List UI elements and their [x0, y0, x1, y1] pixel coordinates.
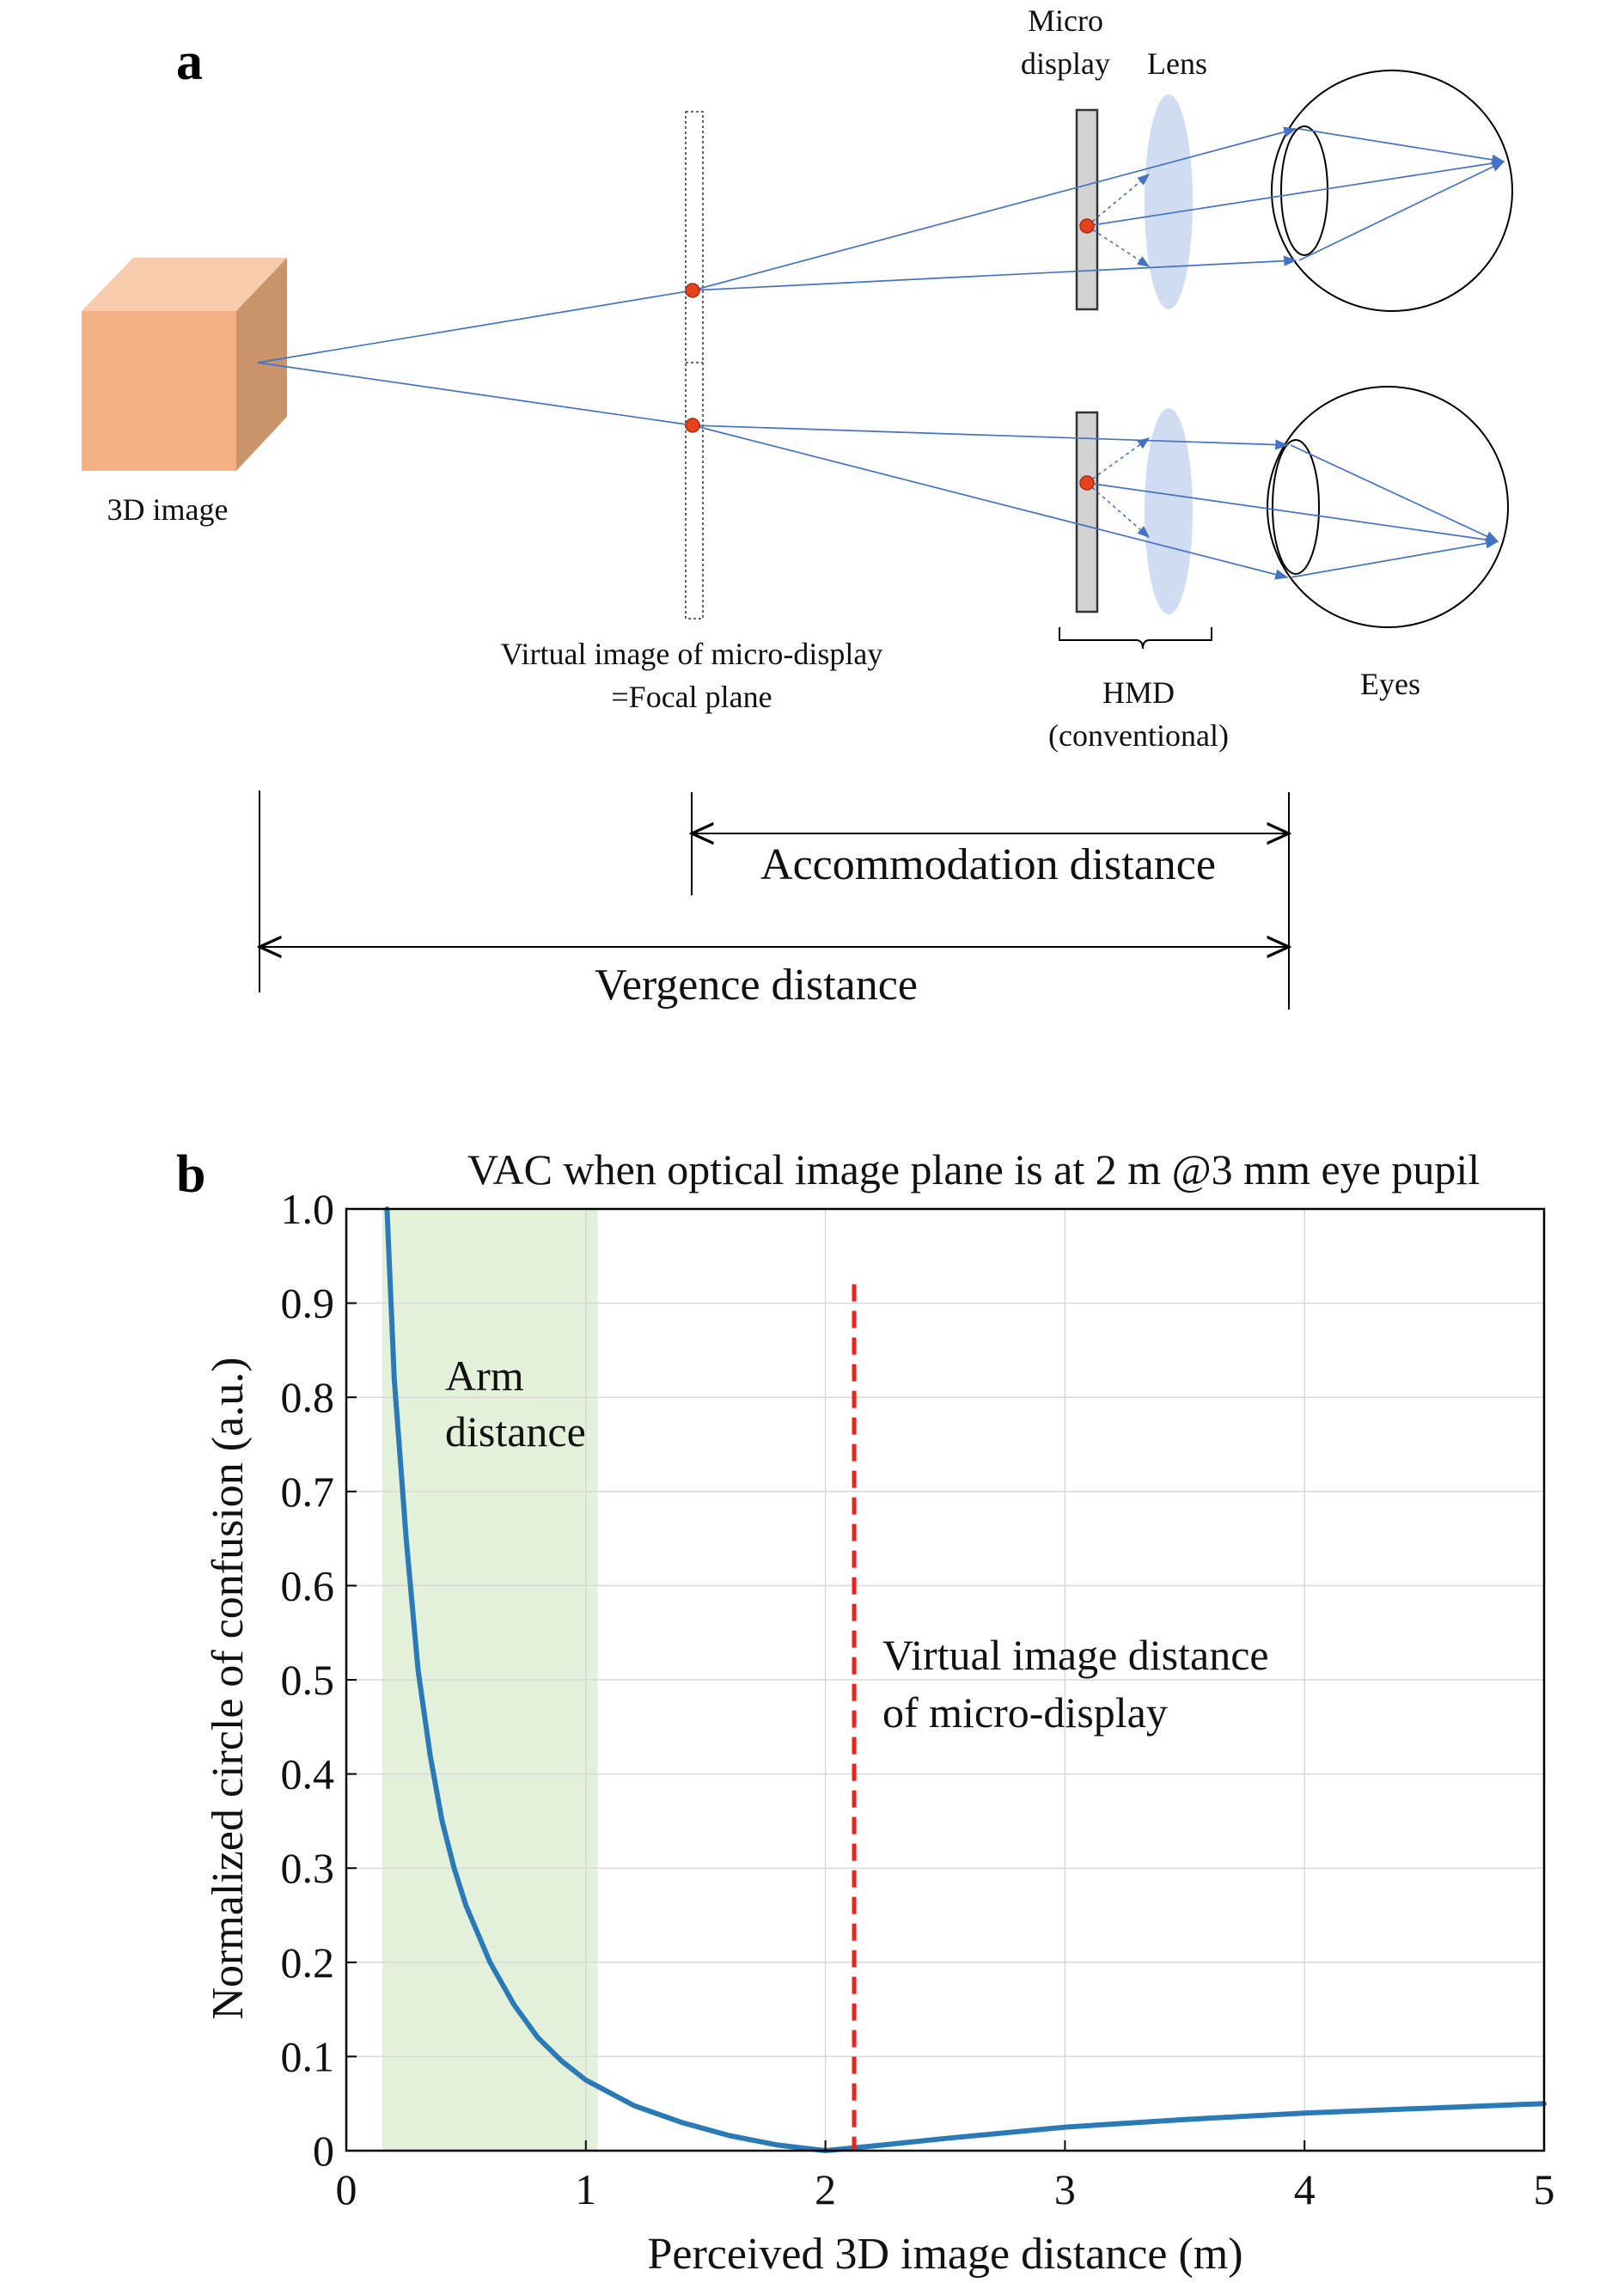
- series-line: [384, 1206, 1547, 2153]
- ray-bottom-4: [1290, 538, 1499, 578]
- ray-top-5: [1086, 161, 1505, 227]
- x-tick-label: 0: [336, 2165, 357, 2213]
- cube-3d-image: [82, 258, 287, 471]
- ray-top-3: [1298, 128, 1505, 165]
- arm-label-1: Arm: [445, 1352, 524, 1400]
- cube-side-face: [236, 258, 287, 471]
- micro-display-top: [1075, 108, 1099, 311]
- ray-top-dash-2: [1086, 225, 1151, 267]
- y-tick-label: 0.2: [281, 1938, 335, 1987]
- chart-title: VAC when optical image plane is at 2 m @…: [467, 1145, 1480, 1193]
- y-tick-label: 0.4: [281, 1750, 335, 1798]
- ray-bottom-3: [1290, 444, 1499, 542]
- arm-label-2: distance: [445, 1407, 586, 1456]
- focus-point-virtual-top: [685, 283, 700, 298]
- y-tick-label: 0: [313, 2127, 334, 2175]
- x-axis-label: Perceived 3D image distance (m): [647, 2230, 1242, 2279]
- x-tick-label: 4: [1294, 2165, 1316, 2213]
- panel-b: b VAC when optical image plane is at 2 m…: [176, 1145, 1555, 2279]
- ray-top-2: [692, 255, 1297, 291]
- ray-top-1: [692, 126, 1297, 291]
- y-tick-label: 0.3: [281, 1844, 335, 1892]
- eyes-label: Eyes: [1360, 667, 1420, 701]
- ray-bottom-1: [692, 424, 1289, 450]
- ray-cube-top: [257, 290, 693, 363]
- hmd-brace: [1059, 627, 1212, 650]
- eye-top: [1271, 70, 1513, 312]
- y-tick-label: 0.6: [281, 1561, 335, 1609]
- panel-a: a 3D image: [82, 3, 1513, 1010]
- cube-top-face: [82, 258, 287, 311]
- lens-top: [1145, 95, 1193, 309]
- focus-point-display-top: [1079, 218, 1095, 234]
- x-tick-label: 2: [815, 2165, 836, 2213]
- focus-point-display-bottom: [1079, 475, 1095, 491]
- x-tick-label: 3: [1054, 2165, 1076, 2213]
- micro-display-label-2: display: [1021, 46, 1110, 81]
- y-tick-label: 0.9: [281, 1279, 335, 1328]
- ray-bottom-2: [692, 424, 1289, 580]
- lens-label: Lens: [1147, 46, 1207, 81]
- ray-top-4: [1298, 161, 1505, 261]
- x-tick-label: 1: [575, 2165, 596, 2213]
- virtual-label-1: Virtual image distance: [882, 1631, 1269, 1679]
- panel-a-letter: a: [176, 33, 203, 91]
- eye-bottom: [1267, 386, 1509, 628]
- micro-display-label-1: Micro: [1028, 3, 1103, 38]
- virtual-image-label-2: =Focal plane: [611, 680, 772, 714]
- y-tick-label: 0.5: [281, 1656, 335, 1704]
- y-axis-label: Normalized circle of confusion (a.u.): [204, 1357, 253, 2019]
- cube-front-face: [82, 311, 236, 471]
- ray-bottom-5: [1086, 482, 1499, 542]
- x-tick-label: 5: [1534, 2165, 1555, 2213]
- micro-display-bottom: [1075, 411, 1099, 613]
- panel-b-letter: b: [176, 1145, 205, 1204]
- y-tick-label: 0.8: [281, 1373, 335, 1421]
- y-tick-label: 0.1: [281, 2032, 335, 2080]
- hmd-label-2: (conventional): [1048, 718, 1229, 753]
- ray-bottom-dash-1: [1086, 437, 1151, 484]
- focus-point-virtual-bottom: [685, 418, 700, 433]
- hmd-label-1: HMD: [1102, 675, 1175, 710]
- image-label: 3D image: [107, 492, 229, 527]
- y-tick-label: 0.7: [281, 1468, 335, 1516]
- virtual-label-2: of micro-display: [882, 1688, 1168, 1737]
- virtual-image-plane: [685, 111, 704, 620]
- chart-plot: 0 1 2 3 4 5 0 0.1 0.2 0.3 0.4 0.5 0.6 0.7 0.8 0.9 1.0: [281, 1185, 1555, 2213]
- ray-cube-bottom: [257, 362, 693, 426]
- lens-bottom: [1145, 408, 1193, 614]
- y-tick-label: 1.0: [281, 1185, 335, 1233]
- virtual-image-label-1: Virtual image of micro-display: [501, 637, 883, 671]
- accommodation-label: Accommodation distance: [760, 840, 1216, 889]
- vergence-label: Vergence distance: [595, 961, 918, 1010]
